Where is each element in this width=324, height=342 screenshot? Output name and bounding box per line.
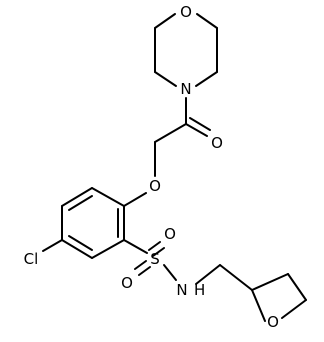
amide-linker bbox=[123, 97, 211, 207]
sulfur-label: S bbox=[150, 250, 160, 268]
amide-nitrogen-label: N bbox=[176, 281, 187, 299]
morpholine-ring bbox=[154, 13, 218, 87]
methylene-linker bbox=[195, 264, 253, 291]
sulfonamide-bonds bbox=[123, 239, 177, 281]
morpholine-nitrogen-label: N bbox=[180, 80, 191, 98]
sulfonyl-oxygen-bottom-label: O bbox=[121, 274, 133, 292]
thf-oxygen-label: O bbox=[267, 313, 279, 331]
sulfonyl-oxygen-top-label: O bbox=[164, 225, 176, 243]
amide-hydrogen-label: H bbox=[194, 281, 205, 299]
thf-ring bbox=[251, 273, 307, 322]
chloro-bond bbox=[42, 239, 63, 252]
morpholine-oxygen-label: O bbox=[180, 3, 192, 21]
benzene-ring bbox=[61, 187, 125, 259]
ether-oxygen-label: O bbox=[149, 177, 161, 195]
chloro-label: Cl bbox=[24, 250, 39, 268]
carbonyl-oxygen-label: O bbox=[211, 134, 223, 152]
